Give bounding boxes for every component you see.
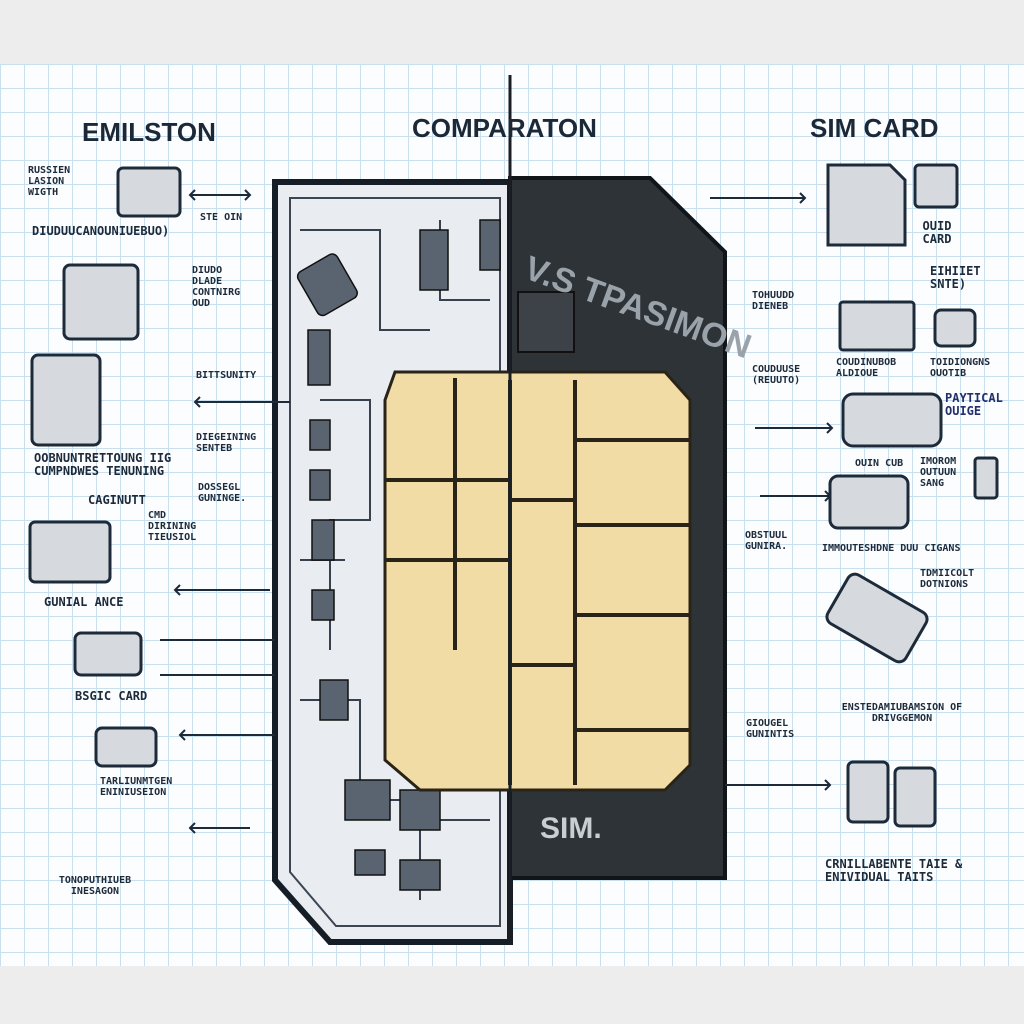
- left-label: DIUDO DLADE CONTNIRG OUD: [192, 265, 241, 309]
- left-label: TONOPUTHIUEB INESAGON: [58, 875, 132, 897]
- right-label: COUDINUBOB ALDIOUE: [836, 357, 897, 379]
- right-label: EIHIIET SNTE): [930, 264, 981, 292]
- title-right: SIM CARD: [810, 113, 939, 143]
- title-left: EMILSTON: [82, 117, 216, 147]
- left-label: OOBNUNTRETTOUNG IIG CUMPNDWES TENUNING: [34, 451, 172, 479]
- left-label: DOSSEGL GUNINGE.: [198, 482, 247, 504]
- right-label: TDMIICOLT DOTNIONS: [920, 568, 975, 590]
- right-label: OBSTUUL GUNIRA.: [745, 530, 788, 552]
- right-label: IMOROM OUTUUN SANG: [920, 456, 957, 489]
- left-label: BSGIC CARD: [75, 689, 148, 703]
- card-bottom-text: SIM.: [540, 812, 602, 845]
- left-label: CMD DIRINING TIEUSIOL: [148, 510, 197, 543]
- right-label: COUDUUSE (REUUTO): [752, 364, 801, 386]
- right-label: ENSTEDAMIUBAMSION OF DRIVGGEMON: [841, 702, 963, 724]
- left-label: GUNIAL ANCE: [44, 595, 124, 609]
- right-label: PAYTICAL OUIGE: [945, 391, 1003, 419]
- left-label: TARLIUNMTGEN ENINIUSEION: [100, 776, 173, 798]
- left-label: STE OIN: [200, 212, 243, 223]
- right-label: TOIDIONGNS OUOTIB: [930, 357, 991, 379]
- circuit-components: [296, 219, 501, 891]
- right-label: OUID CARD: [922, 219, 952, 247]
- left-label: DIUDUUCANOUNIUEBUO): [32, 224, 170, 238]
- right-label: TOHUUDD DIENEB: [752, 290, 795, 312]
- arrows: [160, 189, 834, 834]
- right-label: GIOUGEL GUNINTIS: [746, 718, 795, 740]
- title-center: COMPARATON: [412, 113, 597, 143]
- right-label: OUIN CUB: [855, 458, 904, 469]
- right-label: CRNILLABENTE TAIE & ENIVIDUAL TAITS: [825, 857, 963, 885]
- left-label: RUSSIEN LASION WIGTH: [28, 165, 71, 198]
- left-label: CAGINUTT: [88, 493, 146, 507]
- sim-chip: [383, 370, 692, 792]
- left-label: BITTSUNITY: [196, 370, 257, 381]
- right-label: IMMOUTESHDNE DUU CIGANS: [822, 543, 961, 554]
- left-label: DIEGEINING SENTEB: [196, 432, 257, 454]
- sim-icons: [28, 163, 999, 828]
